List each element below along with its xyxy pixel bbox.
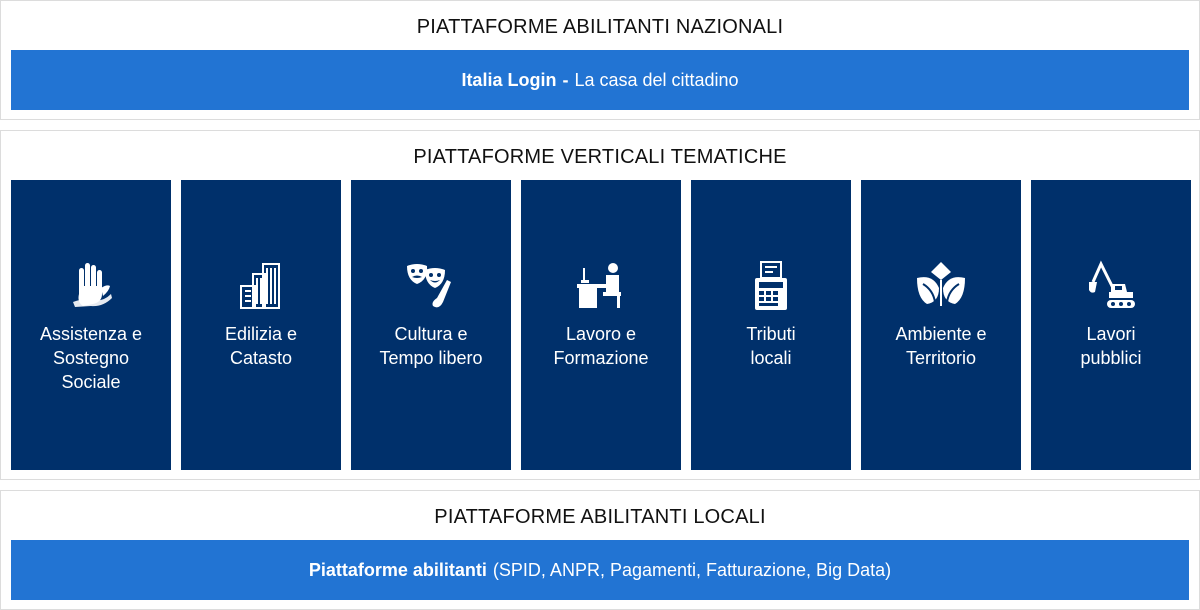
italia-login-bar[interactable]: Italia Login - La casa del cittadino — [11, 50, 1189, 110]
cash-register-icon — [755, 261, 787, 310]
vertical-tiles: Assistenza e Sostegno Sociale Edilizia e… — [11, 180, 1191, 470]
buildings-icon — [240, 263, 280, 309]
tile-tributi[interactable]: Tributi locali — [691, 180, 851, 470]
italia-login-tagline: La casa del cittadino — [574, 69, 739, 90]
local-platforms-list: (SPID, ANPR, Pagamenti, Fatturazione, Bi… — [492, 559, 892, 580]
desk-worker-icon — [577, 263, 621, 308]
tile-label: Cultura e Tempo libero — [379, 324, 483, 368]
tile-lavoro[interactable]: Lavoro e Formazione — [521, 180, 681, 470]
tile-cultura[interactable]: Cultura e Tempo libero — [351, 180, 511, 470]
italia-login-name: Italia Login — [461, 69, 557, 90]
local-platforms-title: PIATTAFORME ABILITANTI LOCALI — [434, 506, 766, 528]
tile-label: Lavori pubblici — [1080, 324, 1142, 368]
tile-lavori-pubblici[interactable]: Lavori pubblici — [1031, 180, 1191, 470]
vertical-platforms-panel: PIATTAFORME VERTICALI TEMATICHE Assisten… — [0, 130, 1200, 480]
local-platforms-panel: PIATTAFORME ABILITANTI LOCALI Piattaform… — [0, 490, 1200, 610]
tile-ambiente[interactable]: Ambiente e Territorio — [861, 180, 1021, 470]
tile-assistenza[interactable]: Assistenza e Sostegno Sociale — [11, 180, 171, 470]
tile-label: Ambiente e Territorio — [895, 324, 987, 368]
national-platforms-title: PIATTAFORME ABILITANTI NAZIONALI — [416, 16, 784, 38]
excavator-icon — [1089, 260, 1135, 308]
tile-label: Edilizia e Catasto — [224, 324, 298, 368]
leaves-icon — [917, 262, 965, 306]
italia-login-separator: - — [562, 69, 569, 90]
tile-edilizia[interactable]: Edilizia e Catasto — [181, 180, 341, 470]
local-platforms-name: Piattaforme abilitanti — [308, 559, 487, 580]
national-platforms-panel: PIATTAFORME ABILITANTI NAZIONALI Italia … — [0, 0, 1200, 120]
tile-label: Assistenza e Sostegno Sociale — [39, 324, 143, 392]
hand-icon — [73, 263, 112, 307]
local-platforms-bar[interactable]: Piattaforme abilitanti (SPID, ANPR, Paga… — [11, 540, 1189, 600]
theater-masks-icon — [407, 264, 451, 308]
tile-label: Lavoro e Formazione — [553, 324, 649, 368]
vertical-platforms-title: PIATTAFORME VERTICALI TEMATICHE — [413, 146, 787, 168]
tile-label: Tributi locali — [746, 324, 796, 368]
